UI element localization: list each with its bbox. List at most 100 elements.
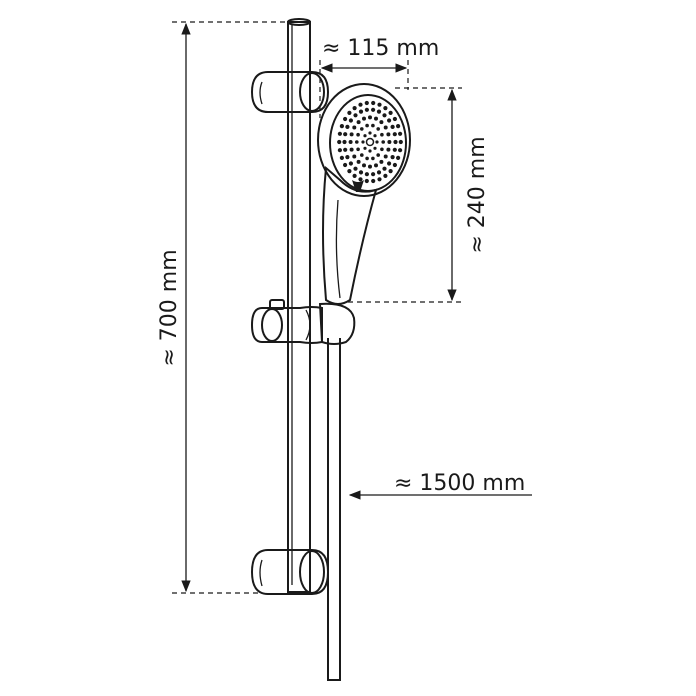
- nozzle-dot: [371, 123, 375, 128]
- nozzle-dot: [352, 154, 357, 159]
- nozzle-dot: [356, 159, 361, 164]
- nozzle-dot: [371, 100, 376, 106]
- nozzle-dot: [342, 139, 347, 145]
- slide-rail: [287, 18, 311, 593]
- nozzle-dot: [356, 132, 360, 137]
- nozzle-dot: [375, 140, 379, 144]
- nozzle-dot: [396, 124, 401, 129]
- nozzle-dot: [360, 127, 364, 131]
- nozzle-dot: [392, 162, 397, 168]
- dimension-head-length: ≈ 240 mm: [348, 87, 490, 303]
- nozzle-dot: [383, 154, 388, 159]
- bracket-shade-bottom: [259, 559, 263, 587]
- nozzle-dot: [382, 166, 387, 171]
- holder-knob: [261, 308, 283, 342]
- nozzle-dot: [377, 177, 382, 182]
- nozzle-dot: [390, 155, 395, 160]
- center-nozzle: [365, 137, 375, 147]
- holder-seam: [305, 309, 311, 341]
- shower-handle: [322, 165, 378, 305]
- nozzle-dot: [371, 156, 375, 161]
- bracket-shade-top: [259, 81, 263, 105]
- nozzle-dot: [382, 113, 387, 118]
- holder-clamp: [250, 306, 323, 344]
- nozzle-dot: [352, 106, 357, 111]
- nozzle-dot: [390, 124, 395, 129]
- top-wall-bracket: [250, 71, 330, 113]
- nozzle-dot: [364, 107, 369, 112]
- nozzle-dot: [379, 159, 384, 164]
- nozzle-dot: [383, 125, 388, 130]
- shower-nozzles: [337, 100, 403, 184]
- nozzle-dot: [376, 153, 381, 157]
- nozzle-dot: [371, 178, 376, 184]
- shower-hose: [327, 338, 341, 681]
- nozzle-dot: [371, 172, 376, 177]
- dimension-rail-height: ≈ 700 mm: [157, 21, 290, 594]
- nozzle-dot: [356, 147, 360, 152]
- nozzle-dot: [368, 131, 372, 135]
- nozzle-dot: [365, 123, 369, 128]
- nozzle-dot: [358, 170, 364, 175]
- bracket-body-top: [250, 71, 330, 113]
- nozzle-dot: [380, 147, 384, 152]
- head-length-label: ≈ 240 mm: [465, 136, 490, 253]
- handle-highlight: [335, 199, 341, 299]
- shower-head-rim: [317, 83, 411, 197]
- nozzle-dot: [393, 139, 398, 145]
- nozzle-dot: [386, 132, 391, 137]
- nozzle-dot: [376, 170, 382, 175]
- nozzle-dot: [349, 132, 354, 137]
- nozzle-dot: [379, 120, 384, 125]
- nozzle-dot: [355, 140, 359, 144]
- nozzle-dot: [365, 156, 369, 161]
- nozzle-dot: [353, 166, 358, 171]
- nozzle-dot: [376, 127, 381, 131]
- nozzle-dot: [347, 169, 352, 174]
- nozzle-dot: [396, 155, 401, 160]
- nozzle-dot: [348, 118, 353, 123]
- bracket-cap-bottom: [299, 550, 325, 594]
- nozzle-dot: [343, 116, 348, 122]
- nozzle-dot: [363, 146, 367, 150]
- nozzle-dot: [371, 107, 376, 112]
- nozzle-dot: [398, 148, 403, 153]
- slide-holder: [250, 299, 356, 345]
- nozzle-dot: [337, 131, 342, 136]
- nozzle-dot: [358, 102, 363, 107]
- nozzle-dot: [339, 124, 344, 129]
- holder-lever: [269, 299, 285, 310]
- nozzle-dot: [392, 116, 397, 122]
- nozzle-dot: [368, 149, 372, 153]
- holder-cradle: [318, 302, 356, 345]
- nozzle-dot: [376, 109, 382, 114]
- nozzle-dot: [387, 140, 392, 144]
- nozzle-dot: [348, 161, 353, 166]
- nozzle-dot: [386, 147, 391, 152]
- nozzle-dot: [392, 132, 397, 137]
- nozzle-dot: [387, 118, 392, 123]
- nozzle-dot: [373, 146, 377, 150]
- nozzle-dot: [398, 139, 403, 145]
- nozzle-dot: [352, 173, 357, 178]
- dimension-hose-length: ≈ 1500 mm: [348, 471, 532, 500]
- dimension-head-width: ≈ 115 mm: [319, 36, 439, 118]
- nozzle-dot: [343, 132, 348, 137]
- nozzle-dot: [348, 140, 353, 144]
- nozzle-dot: [383, 173, 388, 178]
- nozzle-dot: [364, 178, 369, 184]
- bracket-cap-top: [299, 72, 325, 112]
- nozzle-dot: [362, 116, 366, 121]
- head-width-label: ≈ 115 mm: [322, 36, 439, 61]
- nozzle-dot: [373, 134, 377, 138]
- nozzle-dot: [398, 131, 403, 136]
- rail-height-label: ≈ 700 mm: [157, 249, 182, 366]
- bottom-wall-bracket: [250, 549, 330, 595]
- nozzle-dot: [362, 163, 366, 168]
- nozzle-dot: [337, 148, 342, 153]
- nozzle-dot: [383, 106, 388, 111]
- nozzle-dot: [360, 153, 364, 157]
- nozzle-dot: [368, 115, 372, 120]
